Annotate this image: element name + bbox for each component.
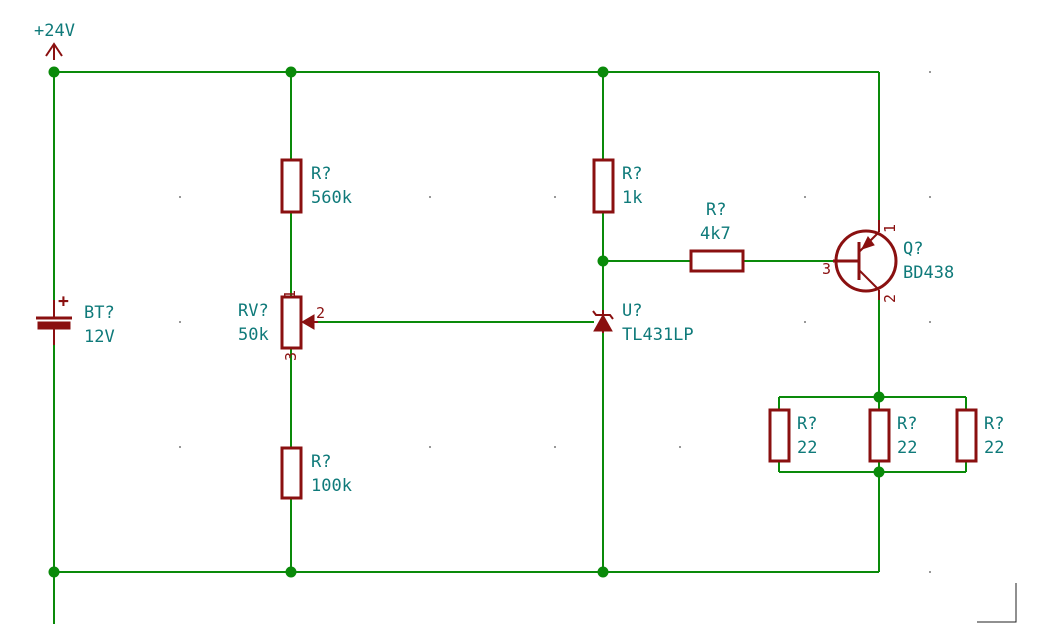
junction-dot: [873, 466, 885, 478]
transistor-ref: Q?: [903, 239, 923, 259]
battery-ref: BT?: [84, 303, 115, 323]
shunt-ref: U?: [622, 301, 642, 321]
grid-dots: [179, 71, 931, 573]
junctions: [48, 66, 885, 578]
resistor-value: 1k: [622, 188, 642, 208]
load-resistor-1[interactable]: R? 22: [768, 408, 817, 463]
resistor-value: 4k7: [700, 224, 731, 244]
resistor-ref: R?: [311, 452, 331, 472]
transistor-collector-lead: [858, 269, 880, 291]
pot-wiper-arrow-icon: [301, 314, 315, 330]
junction-dot: [48, 66, 60, 78]
power-arrow-icon: [45, 42, 63, 60]
transistor-pin3: 3: [822, 260, 831, 278]
resistor-value: 100k: [311, 476, 352, 496]
power-label: +24V: [34, 21, 75, 41]
transistor-pin1: 1: [881, 224, 899, 233]
battery-value: 12V: [84, 327, 115, 347]
wires: [53, 71, 967, 624]
pot-pin1: 1: [281, 290, 299, 299]
resistor-ref: R?: [797, 414, 817, 434]
resistor-value: 560k: [311, 188, 352, 208]
resistor-body: [592, 158, 615, 214]
resistor-body: [280, 446, 303, 500]
junction-dot: [873, 391, 885, 403]
resistor-ref: R?: [706, 200, 726, 220]
junction-dot: [597, 566, 609, 578]
resistor-ref: R?: [897, 414, 917, 434]
resistor-ref: R?: [622, 164, 642, 184]
battery-plate-short: [37, 321, 71, 330]
transistor-value: BD438: [903, 263, 954, 283]
resistor-value: 22: [797, 438, 817, 458]
resistor-body: [955, 408, 978, 463]
transistor-pin2: 2: [881, 294, 899, 303]
resistor-ref: R?: [311, 164, 331, 184]
junction-dot: [597, 255, 609, 267]
junction-dot: [285, 566, 297, 578]
junction-dot: [48, 566, 60, 578]
junction-dot: [597, 66, 609, 78]
pot-value: 50k: [238, 325, 269, 345]
load-resistor-2[interactable]: R? 22: [868, 408, 917, 463]
resistor-value: 22: [897, 438, 917, 458]
pot-ref: RV?: [238, 301, 269, 321]
resistor-4k7[interactable]: R? 4k7: [689, 200, 745, 273]
shunt-regulator-u[interactable]: U? TL431LP: [592, 301, 694, 345]
resistor-body: [280, 158, 303, 214]
transistor-emitter-arrow-icon: [861, 236, 875, 250]
resistor-body: [768, 408, 791, 463]
resistor-value: 22: [984, 438, 1004, 458]
battery-bt[interactable]: + BT? 12V: [36, 291, 115, 347]
junction-dot: [285, 66, 297, 78]
pot-pin3: 3: [282, 352, 300, 361]
load-resistor-3[interactable]: R? 22: [955, 408, 1004, 463]
sheet-frame-corner: [977, 583, 1017, 623]
potentiometer-rv[interactable]: 1 2 3 RV? 50k: [238, 290, 325, 361]
power-symbol-24v[interactable]: +24V: [34, 21, 75, 60]
resistor-body: [868, 408, 891, 463]
resistor-ref: R?: [984, 414, 1004, 434]
pot-pin2: 2: [316, 304, 325, 322]
battery-plus-sign: +: [58, 291, 69, 312]
resistor-560k[interactable]: R? 560k: [280, 158, 352, 214]
shunt-value: TL431LP: [622, 325, 694, 345]
resistor-body: [689, 249, 745, 273]
transistor-bd438[interactable]: 1 2 3 Q? BD438: [822, 220, 954, 303]
resistor-1k[interactable]: R? 1k: [592, 158, 642, 214]
resistor-100k[interactable]: R? 100k: [280, 446, 352, 500]
pot-body: [280, 295, 303, 350]
